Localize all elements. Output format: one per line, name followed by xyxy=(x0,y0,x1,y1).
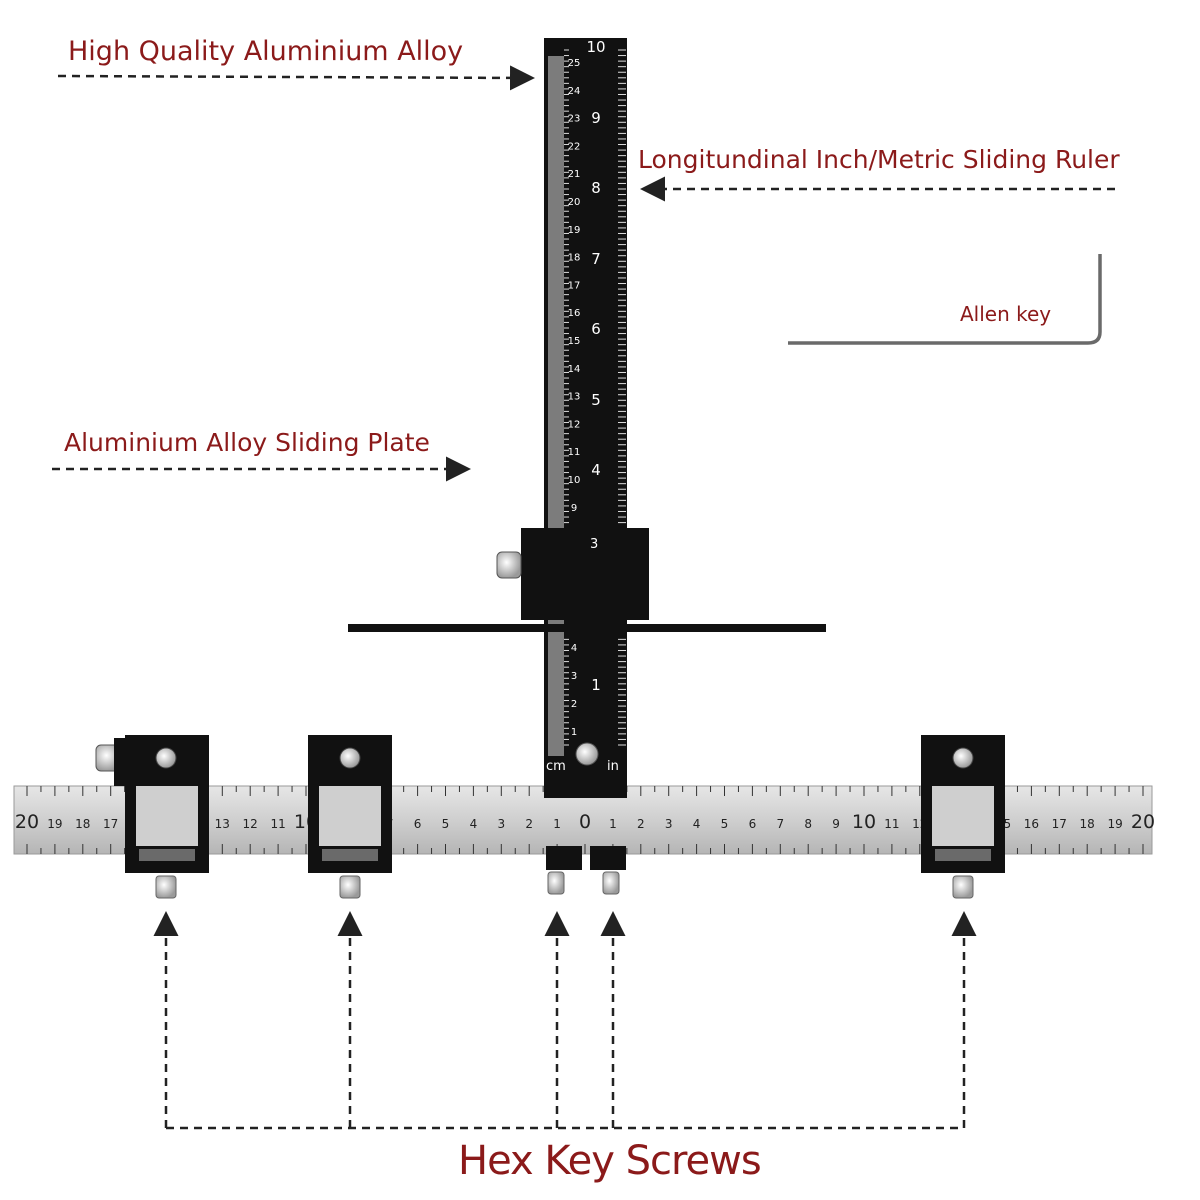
h-ruler-mark: 18 xyxy=(1080,817,1095,831)
v-ruler-cm-mark: 3 xyxy=(571,671,577,682)
h-ruler-mark: 20 xyxy=(15,811,39,833)
stop-block-second xyxy=(308,735,392,873)
arrow-top-label xyxy=(57,65,535,91)
sliding-plate-inch-readout: 3 xyxy=(590,537,598,552)
sliding-plate-bar xyxy=(348,624,826,632)
hex-screw-center-left[interactable] xyxy=(547,871,565,895)
hex-screw-right[interactable] xyxy=(952,875,974,899)
h-ruler-mark: 18 xyxy=(75,817,90,831)
hex-screw-left[interactable] xyxy=(155,875,177,899)
v-ruler-cm-mark: 2 xyxy=(571,699,577,710)
allen-key xyxy=(788,254,1102,345)
v-ruler-cm-mark: 23 xyxy=(568,114,581,125)
h-ruler-mark: 17 xyxy=(103,817,118,831)
v-ruler-cm-mark: 19 xyxy=(568,225,581,236)
v-ruler-inch-mark: 9 xyxy=(591,109,601,127)
h-ruler-mark: 12 xyxy=(243,817,258,831)
v-ruler-inch-mark: 6 xyxy=(591,320,601,338)
vertical-ruler-cm-marks: 25242322212019181716151413121110984321 xyxy=(568,58,581,738)
hex-screw-second[interactable] xyxy=(339,875,361,899)
h-ruler-mark: 9 xyxy=(832,817,840,831)
v-ruler-cm-mark: 13 xyxy=(568,392,581,403)
h-ruler-mark: 7 xyxy=(776,817,784,831)
stop-block-right xyxy=(921,735,1005,873)
sliding-plate-knob[interactable] xyxy=(496,551,522,579)
label-hex-key-screws: Hex Key Screws xyxy=(458,1138,762,1184)
v-ruler-cm-mark: 14 xyxy=(568,364,581,375)
v-ruler-inch-mark: 7 xyxy=(591,250,601,268)
vertical-ruler-ticks xyxy=(564,49,626,746)
h-ruler-mark: 11 xyxy=(270,817,285,831)
horizontal-ruler-ticks xyxy=(26,786,1144,854)
h-ruler-mark: 8 xyxy=(804,817,812,831)
cm-unit: cm xyxy=(546,759,566,774)
h-ruler-mark: 3 xyxy=(497,817,505,831)
v-ruler-inch-mark: 4 xyxy=(591,461,601,479)
vertical-ruler-screw[interactable] xyxy=(575,742,599,766)
h-ruler-mark: 5 xyxy=(721,817,729,831)
h-ruler-mark: 11 xyxy=(884,817,899,831)
h-ruler-mark: 6 xyxy=(414,817,422,831)
sliding-plate-block xyxy=(521,528,649,620)
v-ruler-cm-mark: 20 xyxy=(568,197,581,208)
v-ruler-cm-mark: 10 xyxy=(568,475,581,486)
h-ruler-mark: 1 xyxy=(609,817,617,831)
h-ruler-mark: 19 xyxy=(47,817,62,831)
v-ruler-cm-mark: 9 xyxy=(571,503,577,514)
label-sliding-plate: Aluminium Alloy Sliding Plate xyxy=(64,428,430,457)
h-ruler-mark: 16 xyxy=(1024,817,1039,831)
h-ruler-mark: 2 xyxy=(637,817,645,831)
v-ruler-cm-mark: 25 xyxy=(568,58,581,69)
h-ruler-mark: 1 xyxy=(553,817,561,831)
label-high-quality-aluminium-alloy: High Quality Aluminium Alloy xyxy=(68,36,464,67)
h-ruler-mark: 0 xyxy=(579,811,591,833)
v-ruler-cm-mark: 22 xyxy=(568,141,581,152)
v-ruler-cm-mark: 16 xyxy=(568,308,581,319)
h-ruler-mark: 13 xyxy=(215,817,230,831)
v-ruler-cm-mark: 21 xyxy=(568,169,581,180)
h-ruler-mark: 19 xyxy=(1107,817,1122,831)
h-ruler-mark: 4 xyxy=(470,817,478,831)
v-ruler-inch-mark: 5 xyxy=(591,391,601,409)
v-ruler-cm-mark: 18 xyxy=(568,253,581,264)
v-ruler-cm-mark: 15 xyxy=(568,336,581,347)
hex-screws-callout xyxy=(153,911,977,1130)
v-ruler-inch-mark: 1 xyxy=(591,676,601,694)
h-ruler-mark: 10 xyxy=(852,811,876,833)
vertical-ruler-metric-strip xyxy=(548,56,564,756)
label-allen-key: Allen key xyxy=(960,302,1052,326)
v-ruler-cm-mark: 17 xyxy=(568,280,581,291)
v-ruler-cm-mark: 24 xyxy=(568,86,581,97)
v-ruler-inch-mark: 8 xyxy=(591,179,601,197)
h-ruler-mark: 6 xyxy=(749,817,757,831)
v-ruler-cm-mark: 4 xyxy=(571,643,577,654)
h-ruler-mark: 4 xyxy=(693,817,701,831)
stop-block-left xyxy=(95,735,209,873)
center-tab-left xyxy=(546,846,582,870)
v-ruler-inch-mark: 10 xyxy=(586,38,605,56)
hex-screw-center-right[interactable] xyxy=(602,871,620,895)
label-sliding-ruler: Longitundinal Inch/Metric Sliding Ruler xyxy=(638,145,1120,174)
v-ruler-cm-mark: 1 xyxy=(571,727,577,738)
vertical-ruler-inch-marks: 10 9 8 7 6 5 4 1 xyxy=(586,38,605,694)
h-ruler-mark: 5 xyxy=(442,817,450,831)
v-ruler-cm-mark: 11 xyxy=(568,447,581,458)
inch-unit: in xyxy=(607,759,619,774)
h-ruler-mark: 2 xyxy=(525,817,533,831)
h-ruler-mark: 17 xyxy=(1052,817,1067,831)
v-ruler-cm-mark: 12 xyxy=(568,419,581,430)
center-tab-right xyxy=(590,846,626,870)
h-ruler-mark: 3 xyxy=(665,817,673,831)
h-ruler-mark: 20 xyxy=(1131,811,1155,833)
